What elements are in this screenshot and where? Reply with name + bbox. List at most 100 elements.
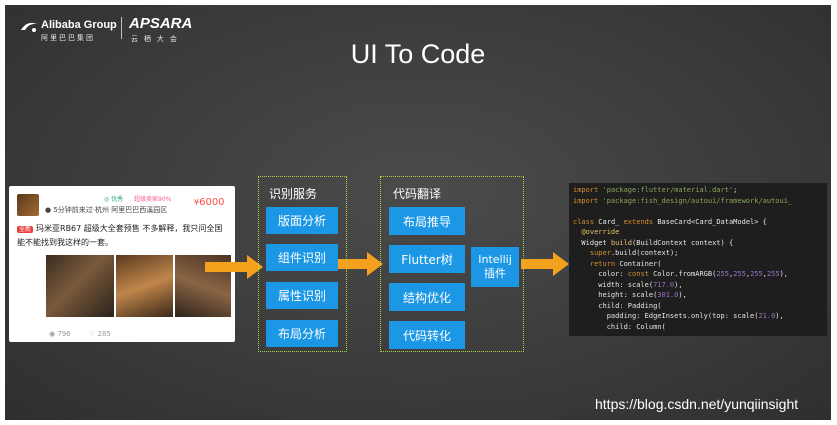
apsara-logo-subtext: 云 栖 大 会 [131, 36, 179, 43]
price-symbol: ¥ [194, 198, 200, 207]
code-line: @override [573, 227, 823, 238]
code-token: ), [779, 270, 789, 278]
item-description: 全新玛米亚RB67 超级大全套预售 不多解释，我只问全国能不能找到我这样的一套。 [17, 222, 227, 249]
apsara-logo: APSARA 云 栖 大 会 [129, 15, 199, 45]
code-translation-title: 代码翻译 [393, 187, 442, 201]
code-token: extends [623, 217, 658, 226]
code-token: (BuildContext context) { [632, 238, 734, 247]
generated-code-panel: import 'package:flutter/material.dart';i… [569, 183, 827, 336]
layout-inference-button[interactable]: 布局推导 [389, 207, 465, 235]
intellij-plugin-button[interactable]: Intellij 插件 [471, 247, 519, 287]
code-conversion-button[interactable]: 代码转化 [389, 321, 465, 349]
code-token: Widget [573, 238, 611, 247]
code-line: padding: EdgeInsets.only(top: scale(21.0… [573, 311, 823, 322]
description-text: 玛米亚RB67 超级大全套预售 不多解释，我只问全国能不能找到我这样的一套。 [17, 224, 223, 247]
code-token: import [573, 186, 603, 194]
heart-icon: ♡ [89, 330, 98, 338]
layout-structure-analysis-button[interactable]: 布局分析 [266, 320, 338, 347]
code-token: return [573, 259, 620, 268]
code-token: 255 [750, 270, 763, 278]
code-translation-panel: 代码翻译 布局推导 Flutter树 结构优化 代码转化 Intellij 插件 [380, 176, 524, 352]
eye-icon: ◉ [49, 330, 58, 338]
code-token: 'package:flutter/material.dart' [602, 186, 734, 194]
likes-value: 285 [97, 330, 111, 338]
right-arrow-icon [337, 252, 383, 276]
code-token: BaseCard<Card_DataModel> { [657, 217, 767, 226]
watermark-url: https://blog.csdn.net/yunqiinsight [595, 396, 799, 412]
structure-optimization-button[interactable]: 结构优化 [389, 283, 465, 311]
attribute-recognition-button[interactable]: 属性识别 [266, 282, 338, 309]
code-token: ), [674, 280, 683, 289]
code-line [573, 206, 823, 217]
flutter-tree-button[interactable]: Flutter树 [389, 245, 465, 273]
right-arrow-icon [205, 255, 263, 279]
code-token: child: Padding( [573, 301, 662, 310]
intellij-plugin-line2: 插件 [484, 267, 506, 280]
price: ¥6000 [194, 190, 225, 209]
code-token: class [573, 217, 599, 226]
code-token: super [573, 249, 611, 257]
item-photo-2[interactable] [116, 255, 173, 317]
code-line: return Container( [573, 259, 823, 270]
code-token: 301.0 [657, 291, 679, 299]
code-line: import 'package:flutter/material.dart'; [573, 185, 823, 196]
new-badge: 全新 [17, 226, 34, 233]
code-line: import 'package:fish_design/autoui/frame… [573, 196, 823, 207]
code-token: 255 [766, 270, 780, 278]
code-token: 'package:fish_design/autoui/framework/au… [602, 196, 793, 205]
code-line: color: const Color.fromARGB(255,255,255,… [573, 269, 823, 280]
code-token: ; [733, 186, 738, 194]
views-value: 796 [57, 330, 71, 338]
code-token: 255 [716, 270, 729, 278]
code-token: .build(context); [610, 249, 679, 257]
code-token: Color.fromARGB( [653, 270, 717, 278]
code-token: , [762, 270, 767, 278]
code-token: Card_ [598, 217, 624, 226]
slide-title: UI To Code [350, 39, 486, 69]
code-line: super.build(context); [573, 248, 823, 259]
code-token: padding: EdgeInsets.only(top: scale( [573, 312, 759, 320]
code-token: ), [678, 291, 687, 299]
code-token: 21.0 [758, 312, 776, 320]
item-photo-1[interactable] [46, 255, 114, 317]
recognition-service-panel: 识别服务 版面分析 组件识别 属性识别 布局分析 [258, 176, 347, 352]
quality-tag: ◎ 优秀 [104, 196, 124, 203]
product-card: ◎ 优秀 超级卖家90% ¥6000 ● 5分钟前来过·杭州 阿里巴巴西溪园区 … [9, 186, 235, 342]
logo-divider [121, 17, 122, 39]
code-token: build [610, 238, 633, 247]
alibaba-logo-subtext: 阿里巴巴集团 [41, 35, 95, 42]
component-recognition-button[interactable]: 组件识别 [266, 244, 338, 271]
code-token: width: scale( [573, 280, 654, 289]
code-token: Container( [619, 259, 662, 268]
right-arrow-icon [521, 252, 569, 276]
code-line: child: Column( [573, 322, 823, 333]
code-token: const [627, 270, 654, 278]
avatar [17, 194, 39, 216]
code-token: child: Column( [573, 322, 666, 331]
apsara-logo-text: APSARA [129, 15, 193, 32]
alibaba-logo: Alibaba Group 阿里巴巴集团 [19, 17, 117, 45]
code-token: 255 [733, 270, 746, 278]
code-token: ), [775, 312, 784, 320]
code-line: height: scale(301.0), [573, 290, 823, 301]
alibaba-logo-text: Alibaba Group [41, 19, 117, 31]
code-token: import [573, 196, 603, 205]
code-token: 717.0 [653, 280, 675, 289]
intellij-plugin-line1: Intellij [478, 253, 512, 266]
alibaba-swoosh-icon [21, 22, 37, 32]
code-line: Widget build(BuildContext context) { [573, 238, 823, 249]
code-token: color: [573, 270, 628, 278]
seller-meta: ● 5分钟前来过·杭州 阿里巴巴西溪园区 [45, 206, 168, 214]
slide: Alibaba Group 阿里巴巴集团 APSARA 云 栖 大 会 UI T… [5, 5, 831, 420]
code-line: width: scale(717.0), [573, 280, 823, 291]
code-token: , [745, 270, 751, 278]
seller-tag: 超级卖家90% [134, 196, 172, 203]
code-token: , [728, 270, 734, 278]
code-token: @override [573, 228, 620, 236]
layout-analysis-button[interactable]: 版面分析 [266, 207, 338, 234]
code-line: child: Padding( [573, 301, 823, 312]
likes-count: ♡ 285 [89, 330, 111, 338]
recognition-service-title: 识别服务 [269, 187, 318, 201]
views-count: ◉ 796 [49, 330, 71, 338]
code-line: class Card_ extends BaseCard<Card_DataMo… [573, 217, 823, 228]
